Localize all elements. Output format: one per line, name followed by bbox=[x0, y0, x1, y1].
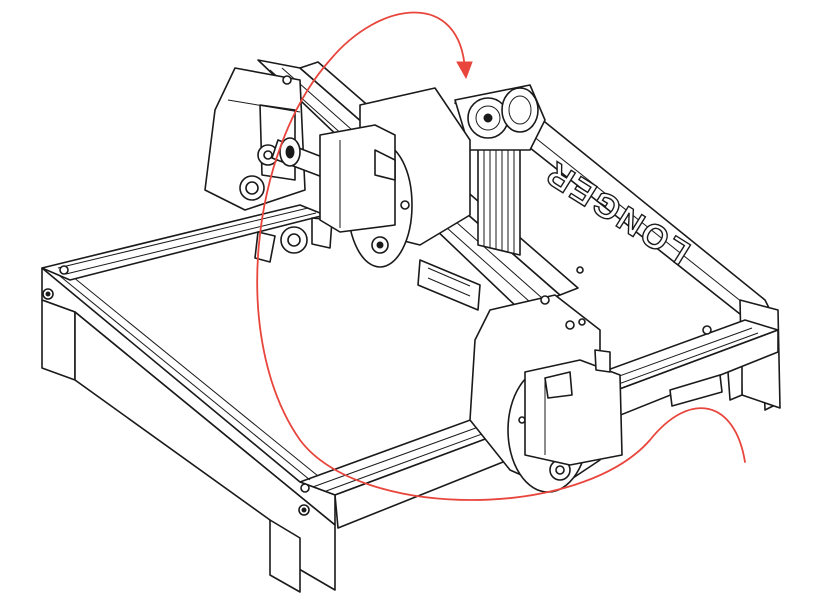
brand-logo: LONGER bbox=[537, 152, 697, 272]
rail-clip bbox=[669, 374, 723, 407]
center-bracket bbox=[417, 259, 481, 311]
laser-heatsink bbox=[477, 134, 521, 256]
brand-text: LONGER bbox=[538, 153, 697, 272]
frame-bolts bbox=[42, 265, 712, 516]
gantry-stepper-motor bbox=[319, 124, 396, 233]
left-rail bbox=[41, 267, 336, 593]
right-stepper-motor bbox=[524, 349, 623, 466]
curved-arrow-icon bbox=[256, 11, 746, 501]
laser-head bbox=[454, 84, 546, 151]
